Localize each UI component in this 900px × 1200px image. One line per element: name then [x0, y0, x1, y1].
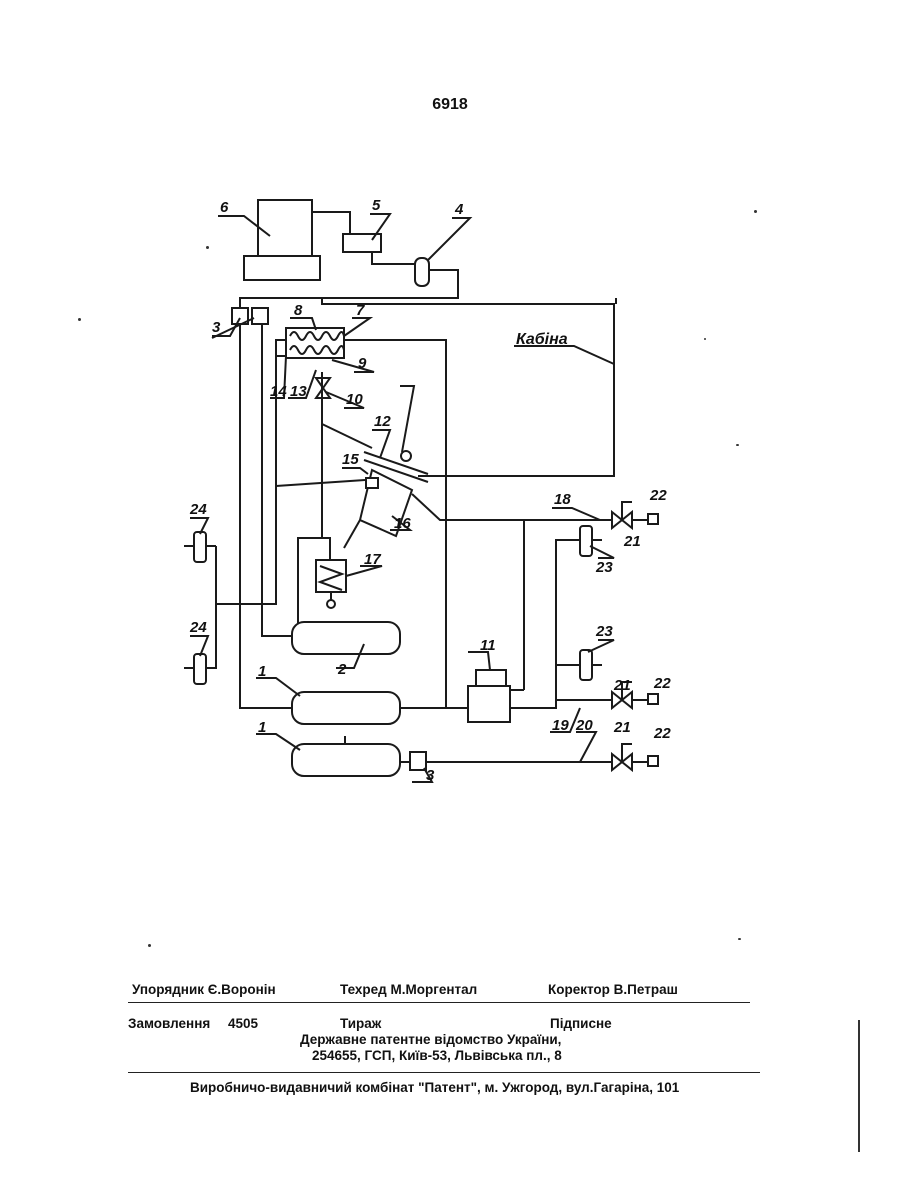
- label-4: 4: [454, 201, 464, 218]
- label-7: 7: [356, 302, 365, 319]
- label-12: 12: [374, 413, 391, 430]
- brake-pedal-12: [322, 386, 428, 482]
- imprint-rule-bottom: [128, 1072, 760, 1073]
- label-6: 6: [220, 199, 229, 216]
- subscription-label: Підписне: [550, 1016, 612, 1031]
- label-24-upper: 24: [189, 501, 207, 518]
- label-3-pair: 3: [212, 319, 221, 336]
- scan-speck: [206, 246, 209, 249]
- relay-valve-11: [468, 670, 510, 722]
- scan-speck: [736, 444, 739, 446]
- scan-speck: [148, 944, 151, 947]
- label-13: 13: [290, 383, 307, 400]
- pipe-network: [206, 324, 612, 762]
- scan-edge-mark: [858, 1020, 860, 1152]
- patent-office-line1: Державне патентне відомство України,: [300, 1032, 561, 1047]
- label-24-lower: 24: [189, 619, 207, 636]
- corrector-credit: Коректор В.Петраш: [548, 982, 678, 997]
- spring-chamber-17: [316, 560, 346, 608]
- label-11: 11: [480, 637, 496, 654]
- label-9: 9: [358, 355, 367, 372]
- label-1-upper: 1: [258, 663, 266, 680]
- label-21-top: 21: [623, 533, 641, 550]
- label-10: 10: [346, 391, 363, 408]
- order-number: 4505: [228, 1016, 258, 1031]
- label-23-upper: 23: [595, 559, 613, 576]
- cabin-outline: [322, 298, 616, 476]
- compiler-credit: Упорядник Є.Воронін: [132, 982, 276, 997]
- label-17: 17: [364, 551, 381, 568]
- scan-speck: [754, 210, 757, 213]
- circulation-label: Тираж: [340, 1016, 381, 1031]
- scan-speck: [738, 938, 741, 940]
- coupling-valve-21-bottom: [612, 744, 658, 770]
- scan-speck: [78, 318, 81, 321]
- receiver-1-upper: [292, 692, 400, 724]
- label-19: 19: [552, 717, 569, 734]
- order-label: Замовлення: [128, 1016, 210, 1031]
- patent-office-line2: 254655, ГСП, Київ-53, Львівська пл., 8: [312, 1048, 562, 1063]
- label-23-lower: 23: [595, 623, 613, 640]
- brake-chamber-23-lower: [580, 650, 602, 680]
- label-22-top: 22: [649, 487, 667, 504]
- brake-chamber-24-upper: [184, 532, 206, 562]
- publisher-line: Виробничо-видавничий комбінат "Патент", …: [190, 1080, 679, 1095]
- label-2: 2: [337, 661, 347, 678]
- label-5: 5: [372, 197, 381, 214]
- label-22-mid: 22: [653, 675, 671, 692]
- label-16: 16: [394, 515, 411, 532]
- compressor-6: [244, 200, 320, 280]
- valve-3-bottom: [410, 752, 426, 770]
- imprint-rule-top: [128, 1002, 750, 1003]
- control-block-8-7: [276, 328, 344, 358]
- scan-speck: [704, 338, 706, 340]
- label-21-bottom: 21: [613, 719, 631, 736]
- label-18: 18: [554, 491, 571, 508]
- receiver-1-lower: [292, 744, 400, 776]
- brake-chamber-24-lower: [184, 654, 206, 684]
- cabin-label: Кабіна: [516, 331, 568, 348]
- receiver-2: [292, 622, 400, 654]
- label-3-bottom: 3: [426, 767, 435, 784]
- label-8: 8: [294, 302, 303, 319]
- label-15: 15: [342, 451, 359, 468]
- label-22-bottom: 22: [653, 725, 671, 742]
- label-20: 20: [575, 717, 593, 734]
- pressure-regulator-4: [415, 258, 429, 286]
- label-1-lower: 1: [258, 719, 266, 736]
- coupling-valve-21-top: [612, 502, 658, 528]
- techred-credit: Техред М.Моргентал: [340, 982, 477, 997]
- label-21-mid: 21: [613, 677, 631, 694]
- brake-chamber-23-upper: [580, 526, 602, 556]
- label-14: 14: [270, 383, 287, 400]
